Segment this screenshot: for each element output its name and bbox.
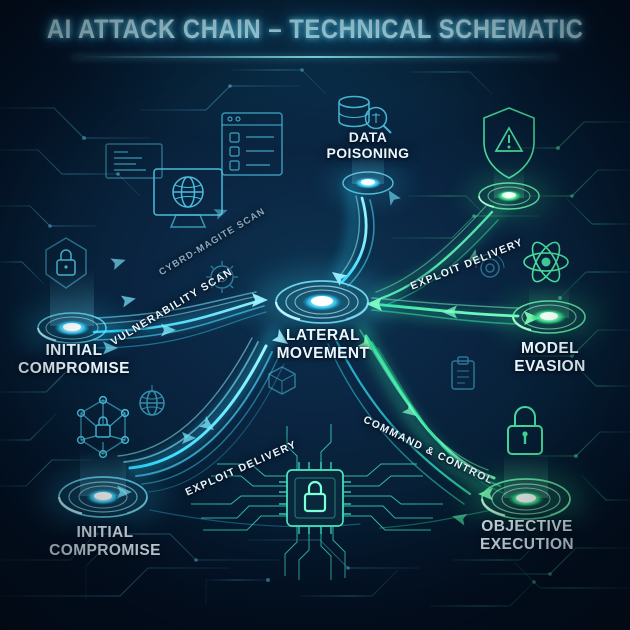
node-data-poisoning[interactable] <box>328 140 408 201</box>
title-divider <box>72 56 558 58</box>
node-threat-shield[interactable] <box>465 168 553 216</box>
node-initial-compromise-left[interactable] <box>20 268 124 352</box>
node-lateral-movement[interactable] <box>252 270 392 334</box>
page-title: AI ATTACK CHAIN – TECHNICAL SCHEMATIC <box>0 14 630 45</box>
node-model-evasion[interactable] <box>497 286 601 340</box>
node-initial-compromise-bottom[interactable] <box>41 450 165 525</box>
page-title-text: AI ATTACK CHAIN – TECHNICAL SCHEMATIC <box>46 14 584 44</box>
node-objective-execution[interactable] <box>464 452 588 527</box>
